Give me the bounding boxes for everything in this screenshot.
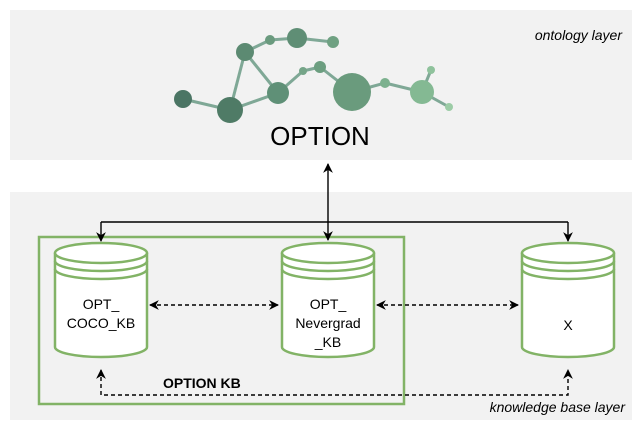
ontology-layer-panel xyxy=(10,10,632,160)
ontology-layer-label: ontology layer xyxy=(535,27,624,43)
connectors xyxy=(96,163,573,396)
option-kb-group-label: OPTION KB xyxy=(163,375,241,391)
option-network-nodes xyxy=(174,28,453,123)
ontology-title: OPTION xyxy=(270,121,370,151)
database-opt-coco-kb[interactable] xyxy=(53,241,149,359)
database-opt-coco-kb-label-line2: COCO_KB xyxy=(67,315,135,331)
database-x[interactable] xyxy=(520,241,616,359)
coco-x-bottom-link xyxy=(96,369,573,396)
option-kb-group-box xyxy=(37,235,406,406)
database-opt-nevergrad-kb-label-line1: OPT_ xyxy=(310,296,347,312)
database-opt-coco-kb-label-line1: OPT_ xyxy=(83,296,120,312)
database-x-label: X xyxy=(563,317,573,333)
knowledge-base-layer-label: knowledge base layer xyxy=(490,399,627,415)
database-opt-nevergrad-kb-label-line2: Nevergrad xyxy=(295,315,360,331)
database-opt-nevergrad-kb-label-line3: _KB xyxy=(314,334,341,350)
database-opt-nevergrad-kb[interactable] xyxy=(280,241,376,359)
